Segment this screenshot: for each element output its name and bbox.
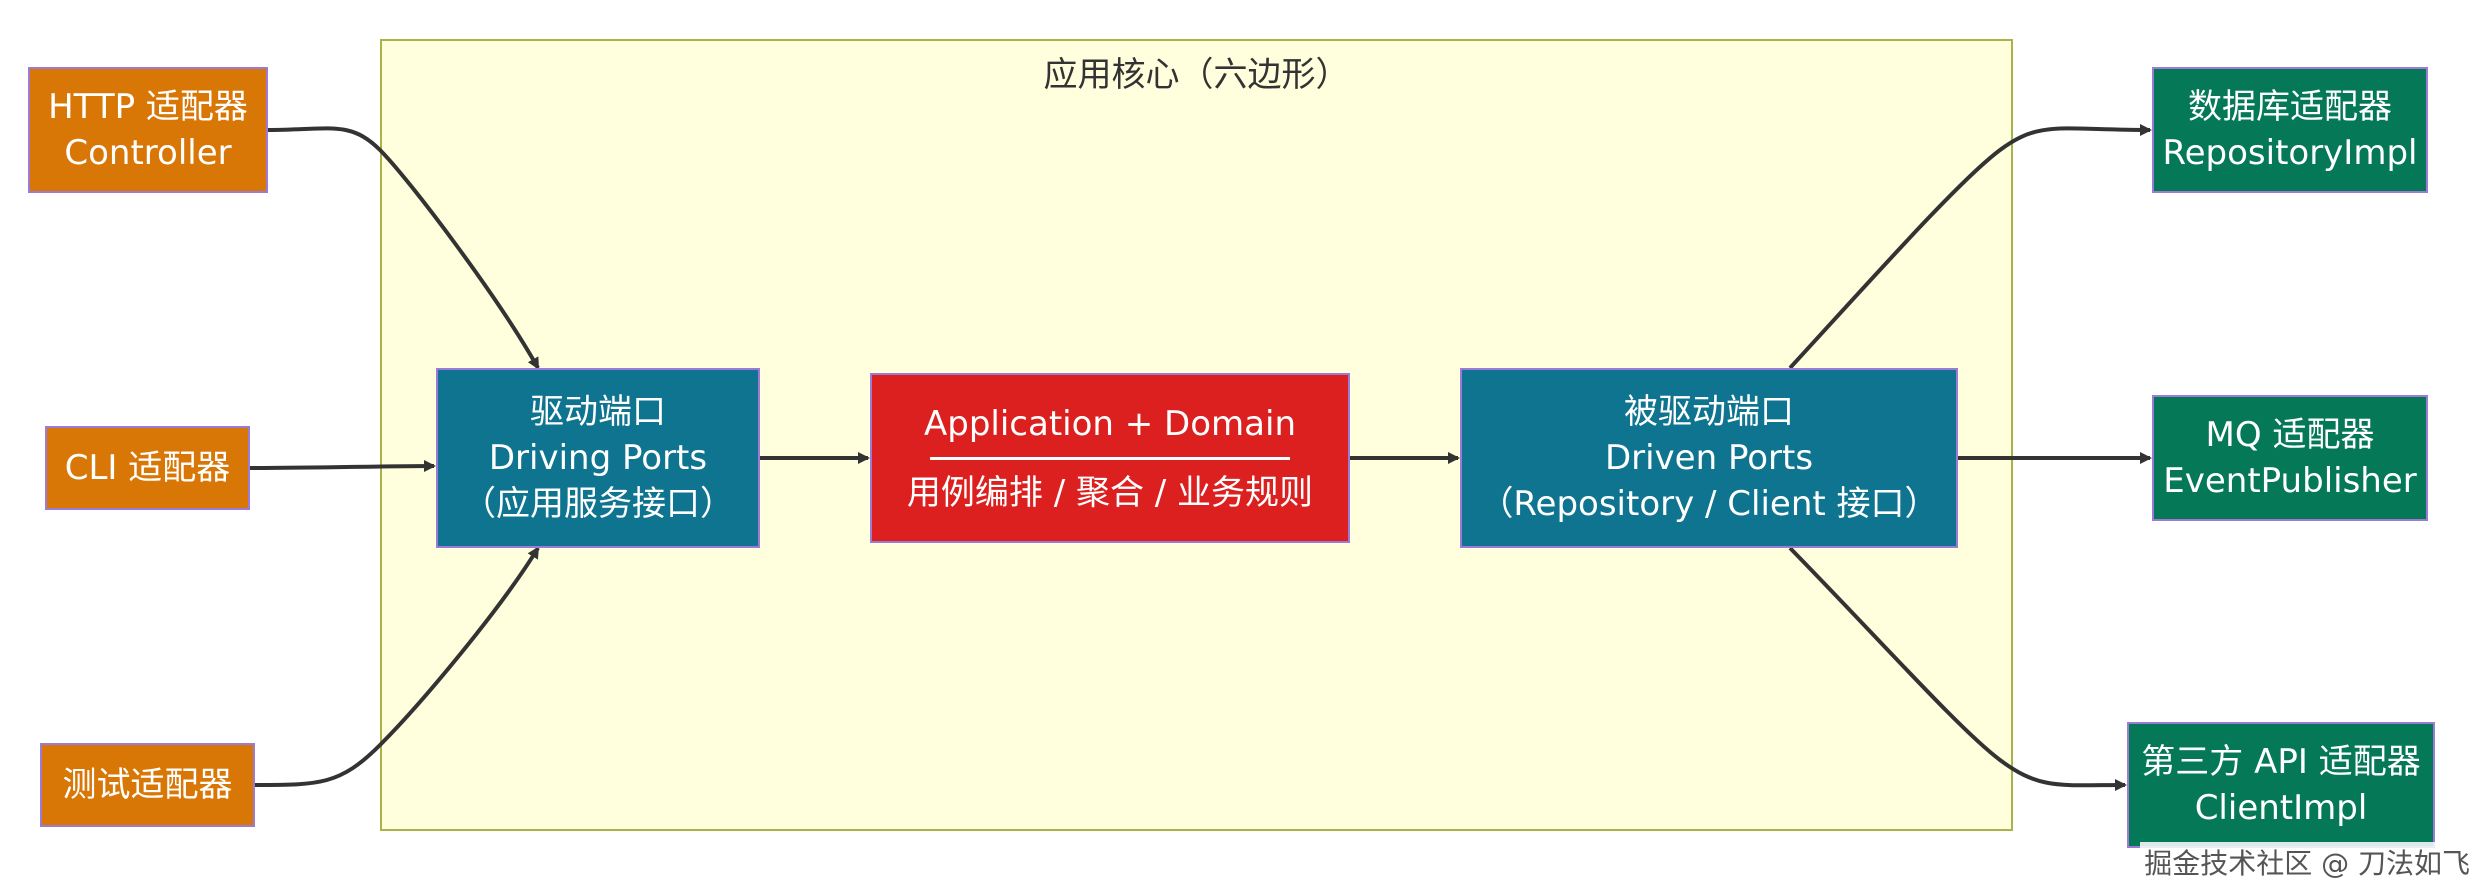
third-party-api-adapter-title: 第三方 API 适配器	[2141, 742, 2421, 782]
driven-ports-node: 被驱动端口 Driven Ports （Repository / Client …	[1460, 368, 1958, 548]
watermark: 掘金技术社区 @ 刀法如飞	[2140, 842, 2474, 882]
driven-ports-note: （Repository / Client 接口）	[1479, 484, 1939, 524]
driving-ports-note: （应用服务接口）	[462, 484, 734, 524]
application-domain-node: Application + Domain 用例编排 / 聚合 / 业务规则	[870, 373, 1350, 543]
third-party-api-adapter-node: 第三方 API 适配器 ClientImpl	[2127, 722, 2435, 848]
cli-adapter-title: CLI 适配器	[64, 448, 231, 488]
cli-adapter-node: CLI 适配器	[45, 426, 250, 510]
mq-adapter-subtitle: EventPublisher	[2163, 461, 2417, 501]
mq-adapter-node: MQ 适配器 EventPublisher	[2152, 395, 2428, 521]
driving-ports-subtitle: Driving Ports	[488, 438, 708, 478]
mq-adapter-title: MQ 适配器	[2205, 415, 2375, 455]
database-adapter-subtitle: RepositoryImpl	[2162, 133, 2418, 173]
http-adapter-subtitle: Controller	[64, 133, 232, 173]
http-adapter-title: HTTP 适配器	[48, 87, 248, 127]
third-party-api-adapter-subtitle: ClientImpl	[2194, 788, 2368, 828]
test-adapter-title: 测试适配器	[62, 765, 233, 805]
driving-ports-node: 驱动端口 Driving Ports （应用服务接口）	[436, 368, 760, 548]
application-domain-title: Application + Domain	[923, 403, 1296, 444]
database-adapter-node: 数据库适配器 RepositoryImpl	[2152, 67, 2428, 193]
http-adapter-node: HTTP 适配器 Controller	[28, 67, 268, 193]
test-adapter-node: 测试适配器	[40, 743, 255, 827]
driving-ports-title: 驱动端口	[530, 392, 666, 432]
driven-ports-title: 被驱动端口	[1624, 392, 1794, 432]
application-domain-subtitle: 用例编排 / 聚合 / 业务规则	[906, 472, 1314, 513]
application-domain-divider	[930, 456, 1290, 460]
driven-ports-subtitle: Driven Ports	[1604, 438, 1814, 478]
application-core-title: 应用核心（六边形）	[1043, 55, 1350, 95]
database-adapter-title: 数据库适配器	[2188, 87, 2392, 127]
